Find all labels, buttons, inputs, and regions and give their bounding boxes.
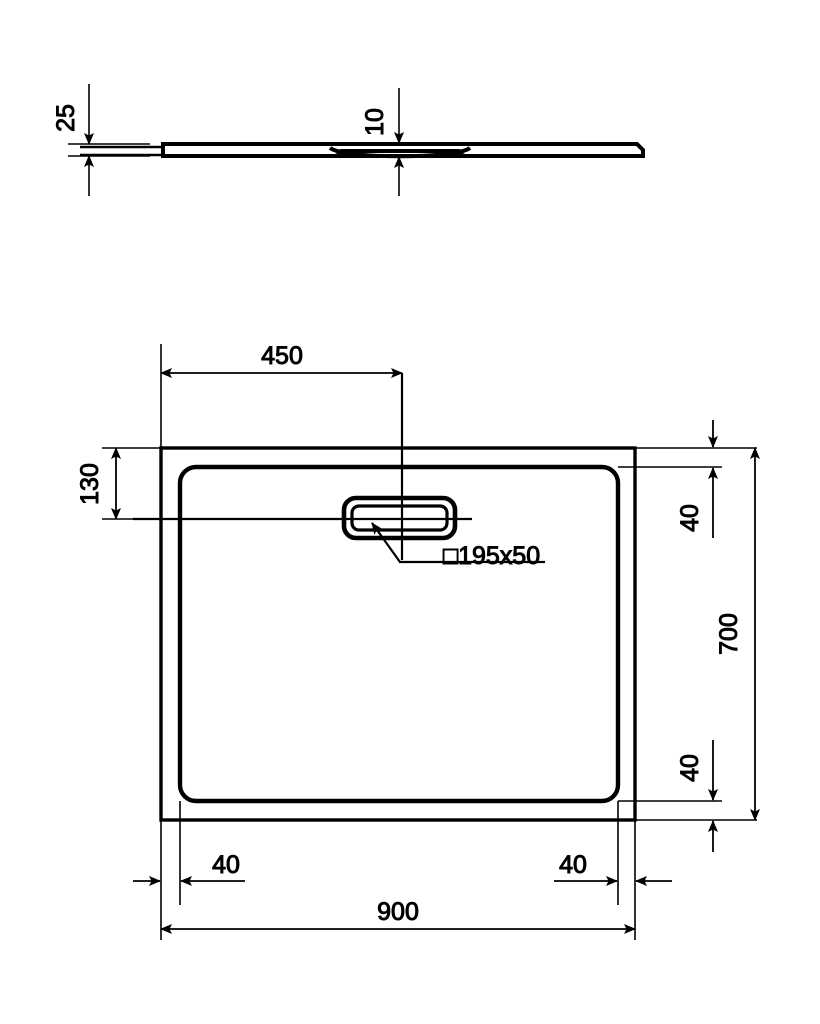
plan-view-group: 450 130 □195x50 40 40: [76, 342, 760, 940]
dim-label-900: 900: [377, 898, 419, 926]
drain-callout-group: □195x50: [371, 522, 545, 571]
callout-leader-line: [371, 522, 545, 564]
dim-label-700: 700: [715, 613, 743, 655]
dim-label-thickness: 25: [52, 104, 80, 132]
dim-label-40-right: 40: [559, 851, 587, 879]
section-tray-profile: [80, 142, 645, 159]
dimension-40-bottom: 40: [618, 740, 757, 852]
dimension-900: 900: [160, 898, 636, 934]
dimension-700: 700: [715, 447, 760, 821]
dim-label-130: 130: [76, 463, 104, 505]
dimension-drain-depth-10: 10: [361, 88, 404, 196]
dim-label-40-top: 40: [676, 504, 704, 532]
section-view-group: 25 10: [52, 84, 645, 196]
dim-label-40-left: 40: [212, 851, 240, 879]
section-drain-left-fillet: [335, 150, 357, 158]
dimension-450: 450: [160, 342, 403, 448]
dim-label-drain-depth: 10: [361, 108, 389, 136]
dimension-40-right: 40: [554, 801, 672, 940]
dimension-thickness-25: 25: [52, 84, 150, 196]
drain-callout-label: □195x50: [443, 542, 540, 570]
dimension-40-left: 40: [133, 801, 245, 940]
dimension-130: 130: [76, 447, 178, 520]
dim-label-450: 450: [261, 342, 303, 370]
tray-inner-basin: [177, 464, 621, 804]
section-drain-right-fillet: [443, 150, 465, 158]
dim-label-40-bottom: 40: [676, 754, 704, 782]
dimension-40-top: 40: [618, 420, 757, 538]
